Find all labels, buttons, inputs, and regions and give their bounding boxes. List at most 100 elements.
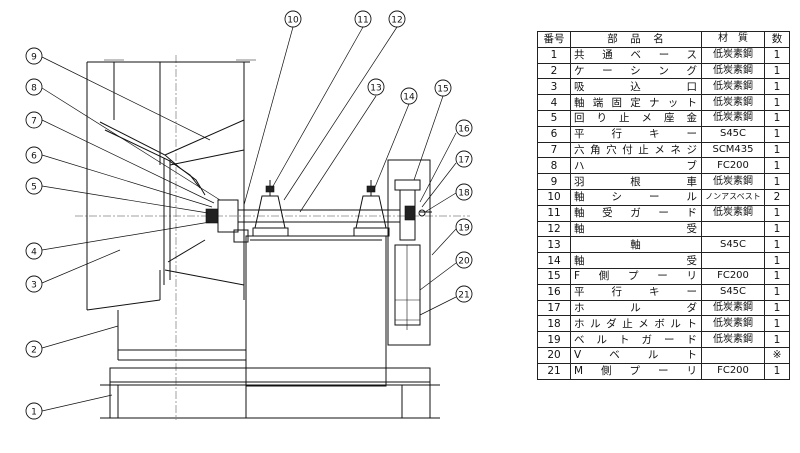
callout-20: 20 [419,251,473,291]
callout-1: 1 [25,394,113,420]
row-no: 3 [537,78,571,96]
row-material: 低炭素鋼 [701,78,765,96]
row-name: ホルダ [570,299,702,317]
callout-5: 5 [25,177,209,214]
row-qty: 1 [764,236,790,254]
row-name: 回り止メ座金 [570,109,702,127]
row-name: 軸受ガード [570,204,702,222]
callout-18: 18 [424,183,473,213]
hub-assembly [205,199,400,243]
row-material [701,346,765,364]
callout-4: 4 [25,221,211,260]
row-name: 軸受 [570,252,702,269]
svg-text:18: 18 [458,189,470,199]
row-name: 軸受 [570,220,702,238]
row-material: 低炭素鋼 [701,46,765,64]
row-name: Vベルト [570,346,702,364]
row-name: 軸シール [570,188,702,206]
row-no: 17 [537,299,571,317]
row-qty: 1 [764,141,790,159]
callout-15: 15 [413,79,452,181]
row-no: 5 [537,109,571,127]
svg-text:21: 21 [458,291,469,301]
row-name: 六角穴付止メネジ [570,141,702,159]
row-name: ハブ [570,157,702,175]
row-name: 平行キー [570,283,702,301]
svg-text:6: 6 [31,152,37,162]
header-name: 部 品 名 [570,31,702,48]
row-material: ノンアスベスト [701,188,765,206]
row-material: FC200 [701,267,765,285]
row-no: 18 [537,315,571,333]
svg-text:13: 13 [370,84,381,94]
callout-10: 10 [243,10,302,206]
svg-text:3: 3 [31,281,37,291]
svg-text:10: 10 [287,16,299,26]
svg-text:5: 5 [31,183,37,193]
row-material: 低炭素鋼 [701,62,765,80]
row-material: 低炭素鋼 [701,331,765,348]
row-no: 16 [537,283,571,301]
casing [117,235,387,387]
svg-text:1: 1 [31,408,37,418]
row-no: 21 [537,362,571,380]
svg-text:17: 17 [458,156,469,166]
row-no: 8 [537,157,571,175]
row-material: FC200 [701,157,765,175]
callout-19: 19 [431,218,473,256]
callout-12: 12 [283,10,406,201]
svg-text:19: 19 [458,224,470,234]
row-qty: 1 [764,204,790,222]
row-no: 14 [537,252,571,269]
row-no: 15 [537,267,571,285]
callout-8: 8 [25,78,221,201]
svg-text:15: 15 [437,85,448,95]
row-no: 20 [537,346,571,364]
callout-7: 7 [25,111,215,204]
svg-text:2: 2 [31,346,37,356]
bearing-rear [353,180,390,237]
row-qty: 1 [764,267,790,285]
svg-text:20: 20 [458,257,470,267]
row-no: 7 [537,141,571,159]
row-qty: 1 [764,220,790,238]
row-name: ホルダ止メボルト [570,315,702,333]
svg-text:11: 11 [357,16,368,26]
impeller [99,119,245,300]
callout-2: 2 [25,325,119,358]
fan-assembly-drawing: 1 2 3 4 5 6 7 8 9 10 [25,10,473,420]
row-qty: 1 [764,362,790,380]
callout-16: 16 [419,119,473,203]
callout-9: 9 [25,47,211,141]
row-material: 低炭素鋼 [701,204,765,222]
row-name: 軸 [570,236,702,254]
svg-text:16: 16 [458,125,470,135]
row-name: 平行キー [570,125,702,143]
row-qty: 1 [764,157,790,175]
callout-13: 13 [299,78,385,213]
row-no: 9 [537,173,571,190]
bearing-front [252,180,289,237]
row-name: 共通ベース [570,46,702,64]
row-name: 吸込口 [570,78,702,96]
row-qty: 1 [764,173,790,190]
callout-14: 14 [372,87,418,193]
row-material: S45C [701,283,765,301]
row-qty: 2 [764,188,790,206]
row-material: 低炭素鋼 [701,94,765,111]
common-base [100,367,440,419]
header-no: 番号 [537,31,571,48]
